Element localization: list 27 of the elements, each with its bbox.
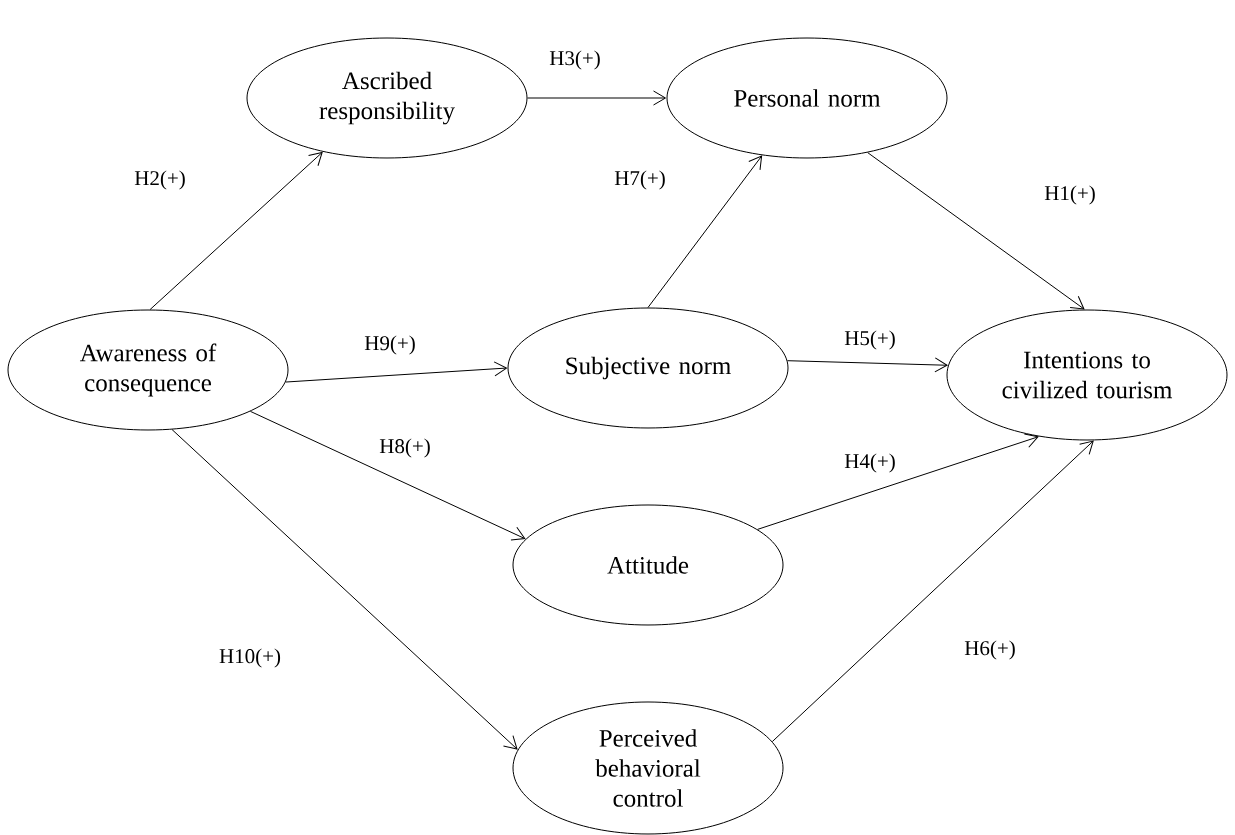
edge-label: H6(+) [963, 639, 1017, 661]
arrow [771, 440, 1094, 743]
ellipse-node: Subjective norm [507, 307, 789, 429]
arrow [249, 410, 526, 541]
arrow [786, 357, 948, 373]
arrow [867, 152, 1085, 310]
edge-label: H1(+) [1043, 184, 1097, 206]
edge-label: H9(+) [363, 334, 417, 356]
ellipse-node: Personal norm [666, 37, 948, 159]
arrow [285, 361, 507, 383]
edge-label: H2(+) [133, 169, 187, 191]
edge-label: H4(+) [843, 452, 897, 474]
ellipse-node: Ascribed responsibility [246, 37, 528, 159]
edge-label: H3(+) [548, 49, 602, 71]
edge-label: H10(+) [218, 647, 282, 669]
ellipse-node: Awareness of consequence [7, 309, 289, 431]
arrow [171, 429, 518, 750]
ellipse-node: Attitude [512, 504, 784, 626]
edge-label: H5(+) [843, 329, 897, 351]
arrow [757, 433, 1039, 530]
ellipse-node: Perceived behavioral control [512, 701, 784, 835]
arrow [647, 155, 763, 308]
ellipse-node: Intentions to civilized tourism [946, 309, 1228, 441]
edge-label: H8(+) [378, 437, 432, 459]
arrow [527, 90, 666, 106]
arrow [149, 152, 323, 310]
edge-label: H7(+) [613, 169, 667, 191]
